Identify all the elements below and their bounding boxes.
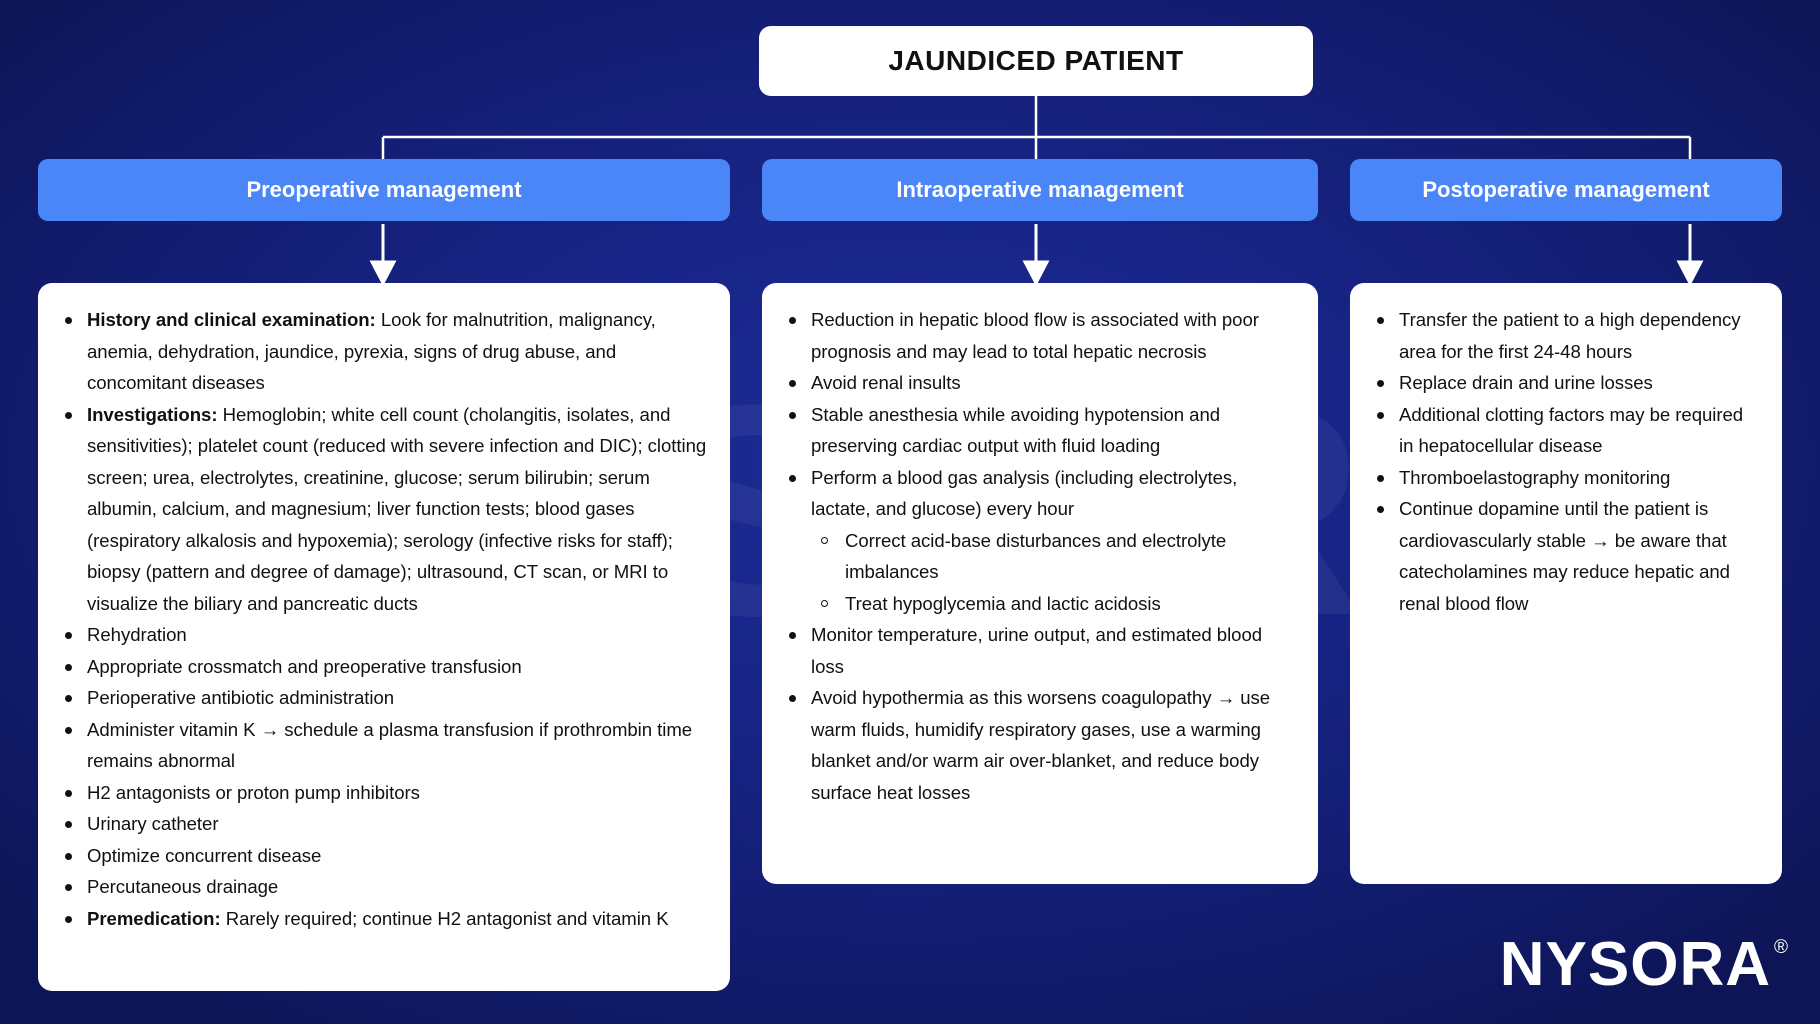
list-item-text: Perioperative antibiotic administration [87,687,395,708]
list-item: Administer vitamin K → schedule a plasma… [54,714,708,777]
nysora-logo: NYSORA ® [1500,934,1788,996]
list-item: Avoid hypothermia as this worsens coagul… [778,682,1296,808]
list-item-text: Urinary catheter [87,813,219,834]
column-header-postoperative: Postoperative management [1350,159,1782,221]
list-item: Continue dopamine until the patient is c… [1366,493,1760,619]
list-item: Perform a blood gas analysis (including … [778,462,1296,620]
column-body-preoperative: History and clinical examination: Look f… [38,283,730,991]
list-item: Thromboelastography monitoring [1366,462,1760,494]
list-item-text: Thromboelastography monitoring [1399,466,1671,488]
list-item: Investigations: Hemoglobin; white cell c… [54,399,708,620]
root-node-title: JAUNDICED PATIENT [888,45,1184,76]
list-item: Perioperative antibiotic administration [54,682,708,714]
list-item-text: Transfer the patient to a high dependenc… [1399,309,1741,362]
list-item-text: Avoid hypothermia as this worsens coagul… [811,687,1271,803]
list-item-text: Continue dopamine until the patient is c… [1399,498,1730,614]
list-item: Urinary catheter [54,808,708,840]
column-header-preoperative: Preoperative management [38,159,730,221]
list-item-text: Administer vitamin K → schedule a plasma… [87,718,693,772]
list-item: Appropriate crossmatch and preoperative … [54,651,708,683]
list-item: Percutaneous drainage [54,871,708,903]
list-item: Replace drain and urine losses [1366,367,1760,399]
list-item-text: Reduction in hepatic blood flow is assoc… [811,309,1259,362]
list-item-text: Monitor temperature, urine output, and e… [811,624,1263,677]
list-item: History and clinical examination: Look f… [54,304,708,399]
sub-list-item: Correct acid-base disturbances and elect… [811,525,1296,588]
list-item-lead: Premedication: [87,907,221,929]
list-item: Avoid renal insults [778,367,1296,399]
sub-list-item: Treat hypoglycemia and lactic acidosis [811,588,1296,620]
list-item-text: Perform a blood gas analysis (including … [811,466,1238,520]
list-item: Reduction in hepatic blood flow is assoc… [778,304,1296,367]
registered-trademark-icon: ® [1774,937,1788,958]
list-item-lead: History and clinical examination: [87,309,376,330]
list-item-text: Avoid renal insults [811,372,961,393]
list-item-text: Look for malnutrition, malignancy, anemi… [87,309,656,393]
list-item-text: Rehydration [87,624,187,645]
list-item: Premedication: Rarely required; continue… [54,903,708,935]
list-item-lead: Investigations: [87,403,218,425]
list-item: Rehydration [54,619,708,651]
bullet-list-postoperative: Transfer the patient to a high dependenc… [1366,304,1760,619]
bullet-list-preoperative: History and clinical examination: Look f… [54,304,708,934]
list-item-text: Appropriate crossmatch and preoperative … [87,655,522,677]
list-item-text: Additional clotting factors may be requi… [1399,403,1744,457]
list-item-text: Stable anesthesia while avoiding hypoten… [811,403,1221,457]
bullet-list-intraoperative: Reduction in hepatic blood flow is assoc… [778,304,1296,808]
column-body-postoperative: Transfer the patient to a high dependenc… [1350,283,1782,884]
list-item: Monitor temperature, urine output, and e… [778,619,1296,682]
list-item-text: Optimize concurrent disease [87,844,322,866]
sub-bullet-list: Correct acid-base disturbances and elect… [811,525,1296,620]
list-item: Additional clotting factors may be requi… [1366,399,1760,462]
list-item-text: Replace drain and urine losses [1399,372,1653,393]
column-body-intraoperative: Reduction in hepatic blood flow is assoc… [762,283,1318,884]
list-item: Transfer the patient to a high dependenc… [1366,304,1760,367]
list-item-text: H2 antagonists or proton pump inhibitors [87,781,420,803]
list-item: Stable anesthesia while avoiding hypoten… [778,399,1296,462]
list-item-text: Hemoglobin; white cell count (cholangiti… [87,403,707,614]
nysora-logo-text: NYSORA [1499,930,1771,999]
list-item-text: Percutaneous drainage [87,876,279,897]
column-header-intraoperative: Intraoperative management [762,159,1318,221]
list-item: H2 antagonists or proton pump inhibitors [54,777,708,809]
list-item-text: Rarely required; continue H2 antagonist … [220,907,669,929]
root-node-jaundiced-patient: JAUNDICED PATIENT [759,26,1313,96]
list-item: Optimize concurrent disease [54,840,708,872]
